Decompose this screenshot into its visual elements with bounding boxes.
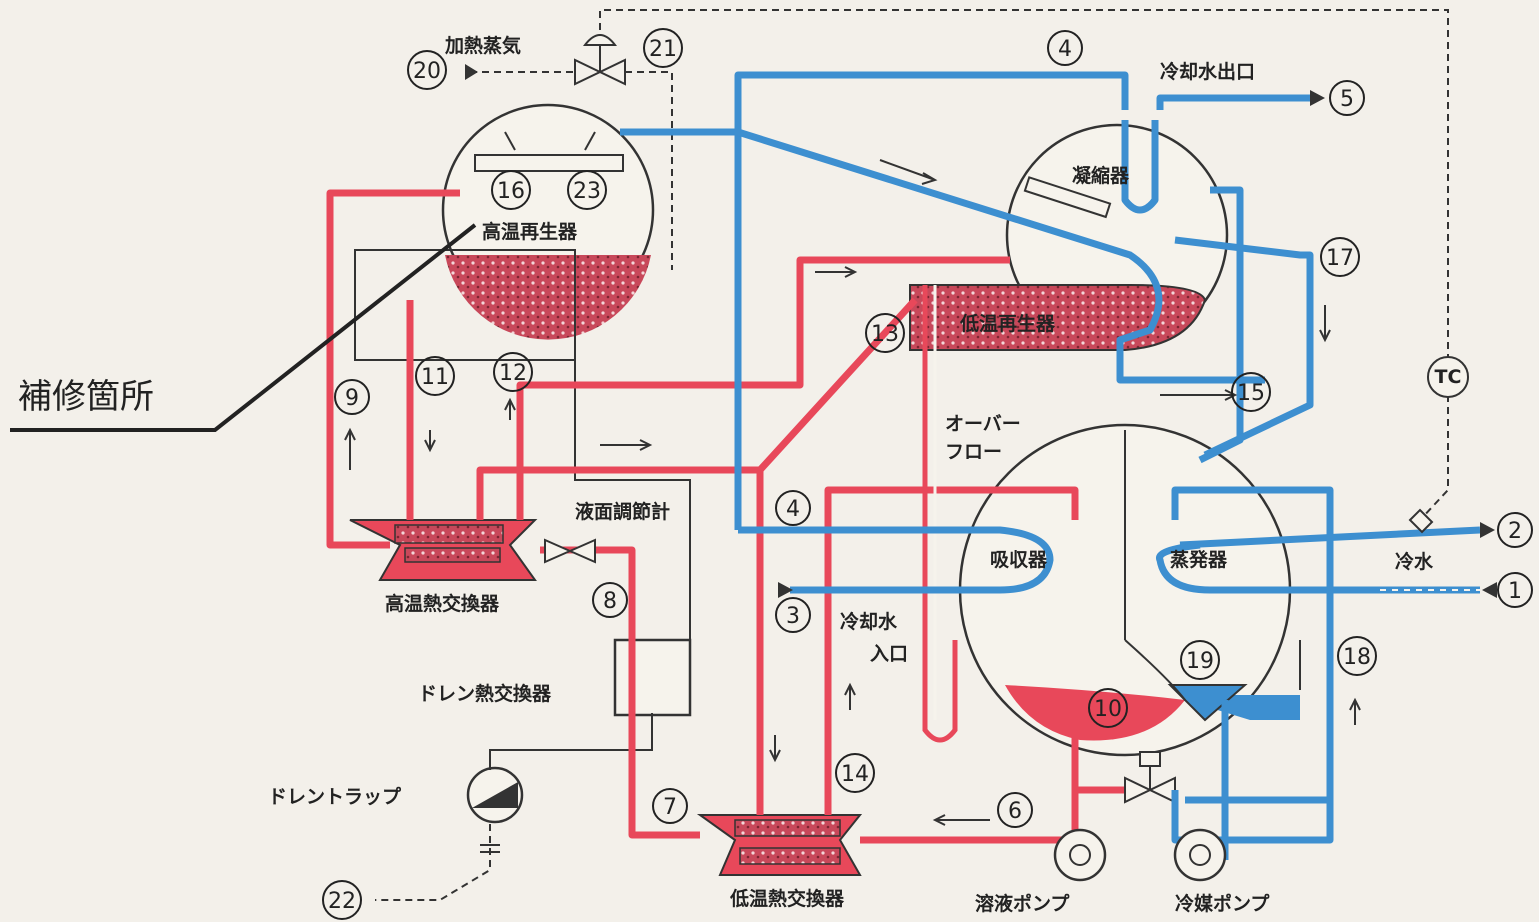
callout-15: 15 — [1231, 372, 1271, 412]
svg-text:11: 11 — [421, 365, 449, 390]
temperature-sensor-icon — [1408, 508, 1434, 534]
svg-text:14: 14 — [841, 762, 869, 787]
overflow-label-1: オーバー — [945, 413, 1021, 435]
solution-pump-label: 溶液ポンプ — [975, 892, 1070, 915]
callout-21: 21 — [643, 28, 683, 68]
svg-text:12: 12 — [499, 361, 527, 386]
svg-text:4: 4 — [786, 497, 800, 522]
svg-text:15: 15 — [1237, 381, 1265, 406]
callout-12: 12 — [493, 352, 533, 392]
drain-heat-exchanger — [613, 638, 692, 717]
svg-text:9: 9 — [345, 386, 359, 411]
svg-text:17: 17 — [1326, 246, 1354, 271]
callout-11: 11 — [415, 356, 455, 396]
svg-text:3: 3 — [786, 604, 800, 629]
control-lines — [375, 9, 1449, 901]
callout-4a: 4 — [1047, 30, 1083, 66]
callout-16: 16 — [491, 170, 531, 210]
high-temp-regenerator-box — [354, 249, 576, 361]
svg-text:20: 20 — [413, 59, 441, 84]
svg-text:16: 16 — [497, 179, 525, 204]
cold-water-out-arrow-icon — [1480, 522, 1495, 538]
cooling-water-outlet-label: 冷却水出口 — [1160, 60, 1255, 83]
callout-17: 17 — [1320, 237, 1360, 277]
callout-10: 10 — [1088, 688, 1128, 728]
cooling-water-in-arrow-icon — [778, 582, 793, 598]
callout-6: 6 — [997, 792, 1033, 828]
repair-pointer-line — [10, 223, 477, 432]
callout-5: 5 — [1329, 80, 1365, 116]
cooling-water-inlet-label-1: 冷却水 — [840, 610, 898, 633]
svg-text:1: 1 — [1508, 579, 1522, 604]
steam-arrow-icon — [465, 64, 478, 80]
svg-text:5: 5 — [1340, 87, 1354, 112]
callout-8: 8 — [592, 582, 628, 618]
low-temp-heat-exchanger — [696, 814, 863, 876]
callout-22: 22 — [322, 880, 362, 920]
callout-1: 1 — [1497, 572, 1533, 608]
high-temp-heat-exchanger — [349, 519, 538, 581]
svg-text:18: 18 — [1343, 645, 1371, 670]
evaporator-label: 蒸発器 — [1170, 548, 1228, 571]
callout-20: 20 — [407, 50, 447, 90]
black-piping — [489, 355, 1301, 770]
callout-3: 3 — [775, 597, 811, 633]
water-piping — [620, 71, 1481, 860]
callout-18: 18 — [1337, 636, 1377, 676]
refrigerant-pump-label: 冷媒ポンプ — [1175, 892, 1270, 915]
cold-water-in-arrow-icon — [1482, 582, 1497, 598]
level-controller-label: 液面調節計 — [575, 500, 670, 523]
svg-text:6: 6 — [1008, 799, 1022, 824]
tc-label: TC — [1435, 366, 1462, 388]
svg-text:2: 2 — [1508, 519, 1522, 544]
absorber-label: 吸収器 — [990, 549, 1048, 571]
repair-location-label: 補修箇所 — [18, 377, 154, 417]
drain-trap[interactable] — [466, 766, 524, 824]
drain-trap-label: ドレントラップ — [268, 785, 402, 808]
callout-19: 19 — [1180, 640, 1220, 680]
high-temp-hx-label: 高温熱交換器 — [385, 592, 500, 615]
svg-text:4: 4 — [1058, 37, 1072, 62]
flow-arrows — [344, 159, 1361, 826]
svg-text:19: 19 — [1186, 649, 1214, 674]
cooling-water-out-arrow-icon — [1310, 90, 1325, 106]
callout-23: 23 — [567, 170, 607, 210]
callout-2: 2 — [1497, 512, 1533, 548]
drain-hx-label: ドレン熱交換器 — [418, 682, 552, 705]
svg-text:22: 22 — [328, 889, 356, 914]
solution-pump[interactable] — [1053, 828, 1107, 882]
overflow-label-2: フロー — [945, 441, 1002, 463]
cold-water-label: 冷水 — [1395, 550, 1434, 573]
callout-4b: 4 — [775, 490, 811, 526]
svg-text:21: 21 — [649, 37, 677, 62]
svg-text:8: 8 — [603, 589, 617, 614]
steam-valve[interactable] — [574, 34, 626, 86]
callout-13: 13 — [865, 313, 905, 353]
refrigerant-pump[interactable] — [1173, 828, 1227, 882]
temperature-controller[interactable]: TC — [1427, 356, 1469, 398]
svg-text:23: 23 — [573, 179, 601, 204]
svg-text:13: 13 — [871, 322, 899, 347]
heating-steam-label: 加熱蒸気 — [444, 34, 521, 57]
low-temp-regenerator-label: 低温再生器 — [959, 312, 1056, 335]
svg-text:7: 7 — [663, 795, 677, 820]
callout-9: 9 — [334, 379, 370, 415]
level-control-valve[interactable] — [544, 538, 596, 564]
condenser-label: 凝縮器 — [1072, 164, 1130, 187]
high-temp-regenerator — [441, 103, 655, 340]
cooling-water-inlet-label-2: 入口 — [870, 643, 908, 665]
callout-7: 7 — [652, 788, 688, 824]
high-temp-regenerator-label: 高温再生器 — [482, 220, 578, 243]
refrigerant-valve[interactable] — [1124, 751, 1176, 804]
low-temp-hx-label: 低温熱交換器 — [729, 887, 845, 910]
svg-text:10: 10 — [1094, 697, 1122, 722]
callout-14: 14 — [835, 753, 875, 793]
